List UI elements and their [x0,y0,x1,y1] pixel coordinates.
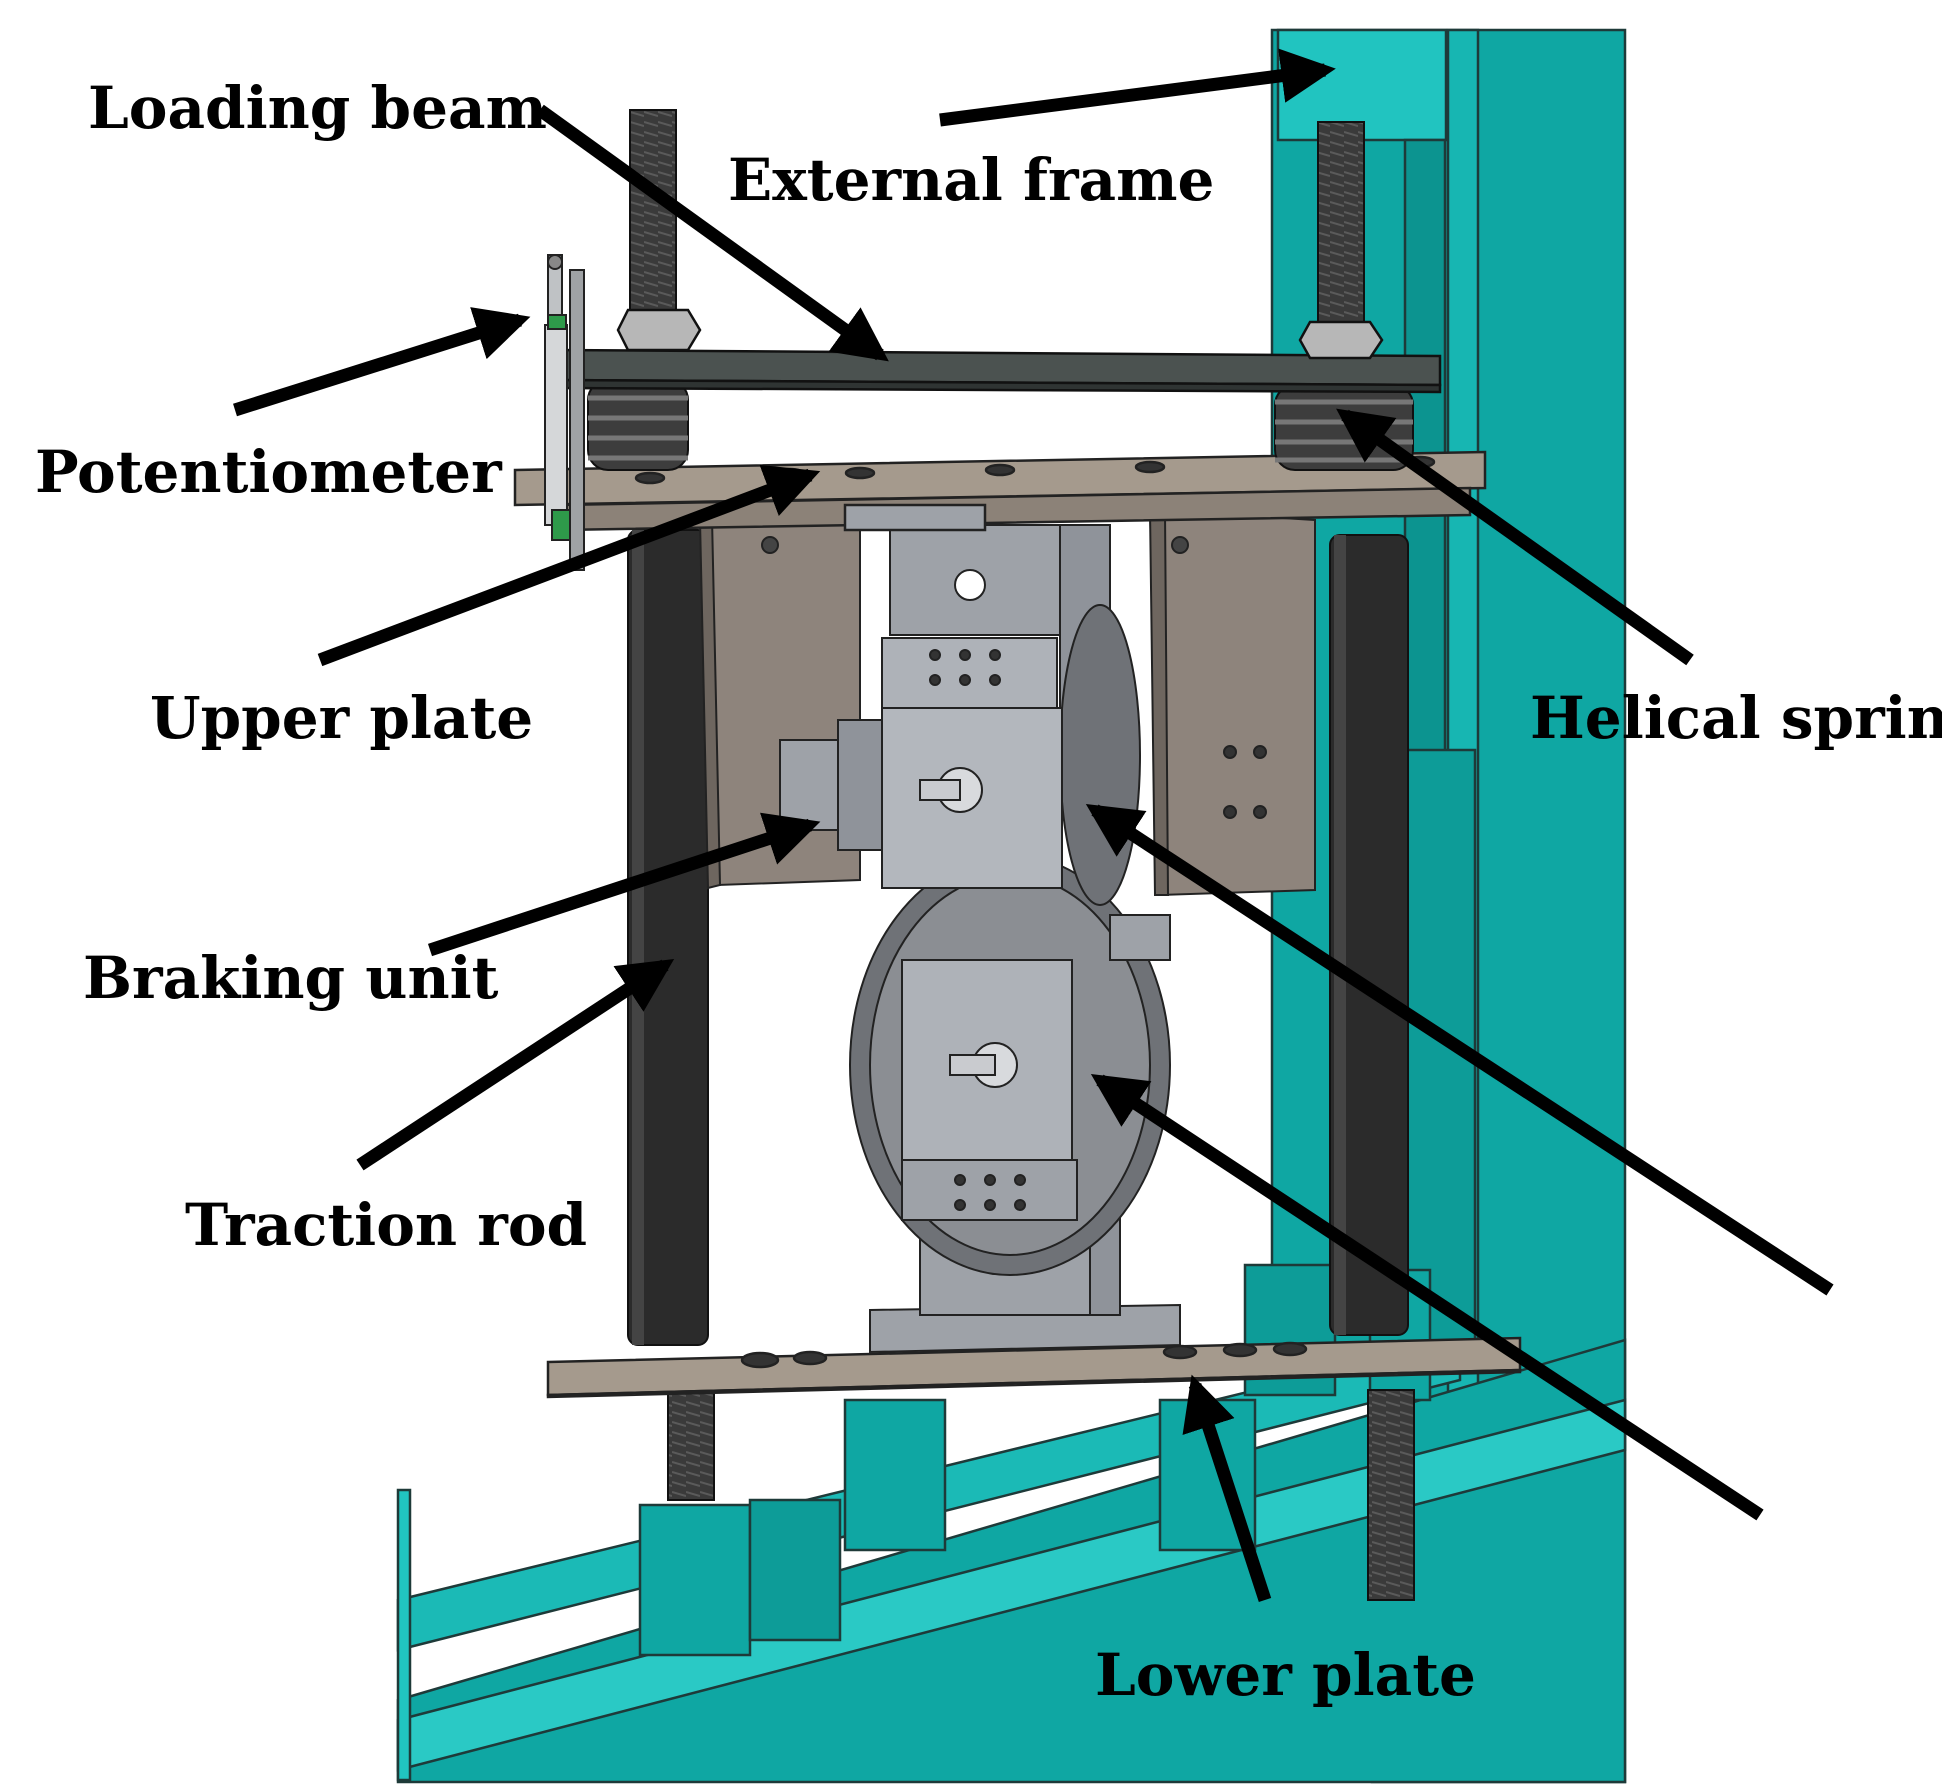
threaded-rod-top-right [1317,121,1365,323]
arrow-potentiometer [233,307,531,417]
frame-post-left [396,1488,412,1782]
threaded-rod-top-left [629,109,677,331]
spring-right [1274,384,1414,471]
arrow-braking-unit [427,812,821,957]
upper-unit-body [881,637,1058,709]
arrow-lower-plate [1182,1374,1272,1603]
nut-right [1298,320,1384,360]
frame-foot-1 [638,1503,752,1657]
threaded-rod-bottom-left [667,1389,715,1501]
threaded-rod-bottom-right [1367,1389,1415,1601]
lower-mount [869,1164,1181,1354]
labels: Loading beam External frame Potentiomete… [35,74,1942,1709]
potentiometer [544,254,585,571]
label-traction-rod: Traction rod [185,1191,587,1259]
arrow-helical-spring [1336,408,1694,666]
label-braking-unit: Braking unit [83,944,499,1012]
label-upper-plate: Upper plate [150,684,533,752]
frame-foot-3 [843,1398,947,1552]
lower-braking-assembly [849,854,1171,1276]
leader-arrows [233,48,1834,1603]
frame-foot-2 [748,1498,842,1642]
label-helical-spring: Helical spring [1530,684,1942,752]
arrow-external-frame [939,48,1336,127]
arrow-upper-plate [317,464,821,667]
helical-springs [587,379,1414,471]
arrow-loading-beam [536,104,889,362]
right-bracket [1148,508,1316,897]
threaded-rods [629,109,1415,1601]
traction-rods [627,529,1409,1346]
arrow-lower-disc [1090,1073,1764,1521]
lower-plate [546,1336,1522,1399]
arrow-traction-rod [356,959,675,1171]
label-lower-plate: Lower plate [1095,1641,1476,1709]
upper-disc [1059,604,1141,906]
traction-rod-right [1329,534,1409,1336]
arrow-upper-disc [1085,804,1834,1296]
label-external-frame: External frame [728,146,1214,214]
label-potentiometer: Potentiometer [35,438,503,506]
label-loading-beam: Loading beam [88,74,547,142]
nut-left [616,308,702,352]
spring-left [587,379,689,471]
